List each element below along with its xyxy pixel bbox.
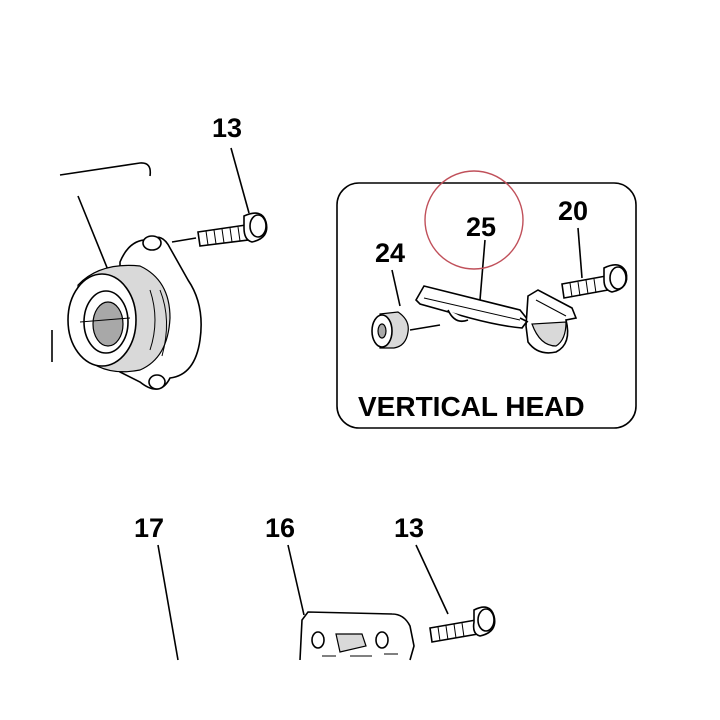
bolt-13-top [171,212,268,247]
spacer-24 [371,311,441,349]
housing-assembly [51,162,202,390]
leader-13-top [230,147,250,214]
callout-17: 17 [134,513,164,543]
leader-25 [479,239,486,301]
callout-20: 20 [558,196,588,226]
plate-16 [299,611,415,661]
bracket-25 [415,285,578,354]
callout-24: 24 [375,238,405,268]
leader-13-bottom [415,544,449,615]
callout-13-bottom: 13 [394,513,424,543]
callout-25: 25 [466,212,496,242]
callout-16: 16 [265,513,295,543]
callout-13-top: 13 [212,113,242,143]
bolt-13-bottom [429,606,496,643]
inset-border [336,182,637,429]
vertical-head-inset: 24 25 20 VERTICAL HEAD [336,170,637,429]
leader-17 [157,544,179,661]
highlight-circle [424,170,524,270]
leader-16 [287,544,305,616]
leader-20 [577,227,583,279]
inset-title: VERTICAL HEAD [358,391,585,422]
bolt-20 [561,264,628,299]
leader-24 [391,269,401,307]
